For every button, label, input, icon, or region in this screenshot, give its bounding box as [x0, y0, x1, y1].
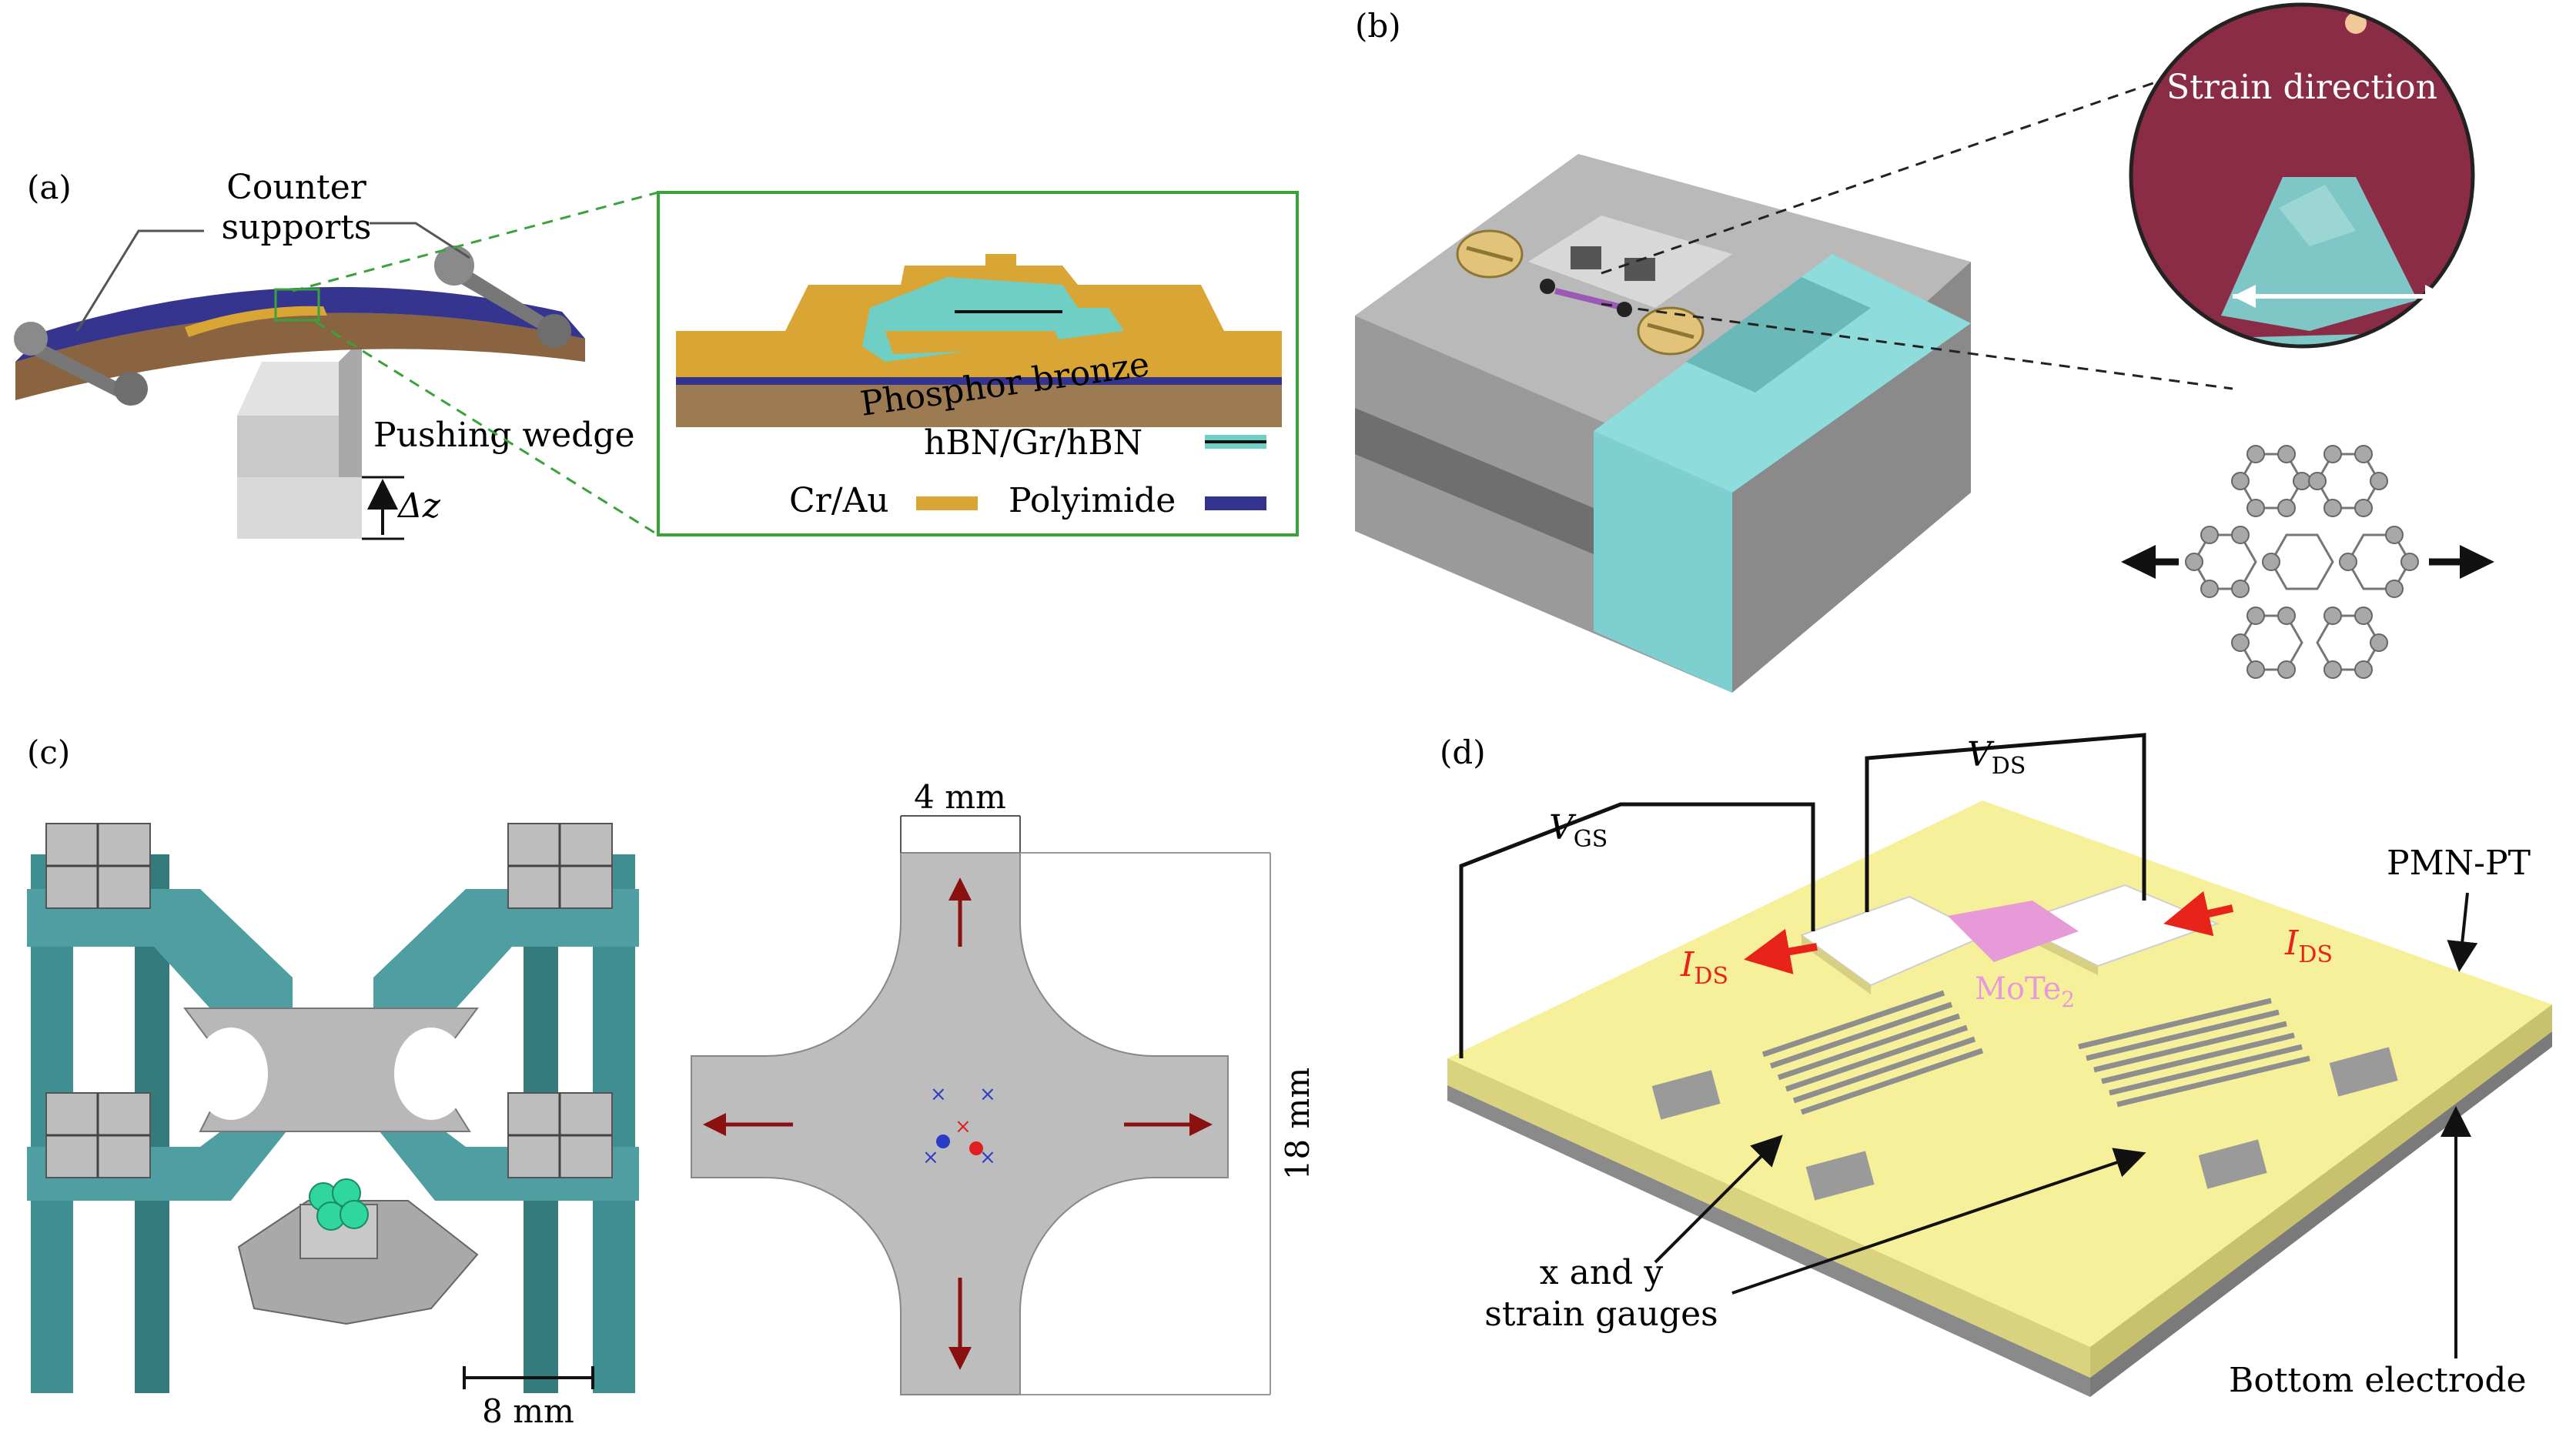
delta-z-label: Δz: [396, 486, 441, 526]
svg-text:×: ×: [979, 1146, 996, 1169]
mote2-label: MoTe2: [1975, 971, 2075, 1012]
strain-arrow-left: [2121, 545, 2179, 579]
strain-direction-arrow: [2233, 285, 2448, 308]
tension-arrows: [703, 877, 1213, 1370]
inset-stack: [676, 254, 1282, 427]
ids-label-left: IDS: [1680, 945, 1728, 990]
pmn-pt-label: PMN-PT: [2387, 844, 2531, 883]
svg-text:×: ×: [930, 1083, 947, 1106]
measurement-markers: × × × × ×: [922, 1083, 996, 1169]
strain-stage: [1355, 154, 1971, 693]
panel-a-tag: (a): [27, 169, 72, 206]
svg-text:×: ×: [979, 1083, 996, 1106]
strain-arrow-right: [2429, 545, 2494, 579]
vgs-label: VGS: [1549, 808, 1607, 853]
legend-polyimide-label: Polyimide: [1009, 481, 1176, 520]
svg-text:×: ×: [922, 1146, 939, 1169]
vds-label: VDS: [1967, 735, 2026, 780]
panel-a: (a) Counter supp: [14, 168, 1299, 540]
legend-hbn-label: hBN/Gr/hBN: [924, 423, 1142, 463]
strain-direction-label: Strain direction: [2166, 68, 2437, 107]
cruciform-rig: [27, 823, 639, 1393]
strain-gauge-y: [2078, 998, 2398, 1189]
panel-b-tag: (b): [1355, 7, 1401, 45]
counter-supports-label-2: supports: [221, 208, 371, 247]
panel-c: (c): [27, 734, 1316, 1430]
counter-supports-label-1: Counter: [226, 168, 367, 207]
height-label: 18 mm: [1279, 1068, 1316, 1180]
mote2-flake: [1948, 901, 2079, 962]
pushing-wedge-shape: [237, 339, 362, 539]
pushing-wedge-label: Pushing wedge: [373, 416, 635, 455]
bottom-electrode-label: Bottom electrode: [2229, 1361, 2527, 1400]
lattice-atoms: [2185, 445, 2419, 679]
pmn-pt-substrate: [1447, 800, 2552, 1397]
panel-b: (b): [1355, 2, 2494, 693]
svg-text:×: ×: [955, 1115, 972, 1138]
legend-crau-swatch: [916, 496, 978, 510]
counter-support-left: [14, 322, 148, 406]
optical-image: [2129, 2, 2475, 349]
legend-polyimide-swatch: [1205, 496, 1266, 510]
gauges-label-2: strain gauges: [1484, 1295, 1718, 1334]
panel-c-tag: (c): [27, 734, 70, 771]
width-label: 4 mm: [914, 778, 1006, 816]
ids-label-right: IDS: [2284, 924, 2333, 968]
strain-gauge-x: [1651, 990, 1984, 1201]
gauges-label-1: x and y: [1540, 1253, 1664, 1292]
legend-hbn-swatch: [1205, 435, 1266, 449]
legend-crau-label: Cr/Au: [789, 481, 889, 520]
panel-d: (d): [1440, 733, 2552, 1400]
panel-d-tag: (d): [1440, 734, 1486, 771]
scale-bar-label: 8 mm: [482, 1392, 574, 1430]
bent-beam: [15, 286, 585, 400]
